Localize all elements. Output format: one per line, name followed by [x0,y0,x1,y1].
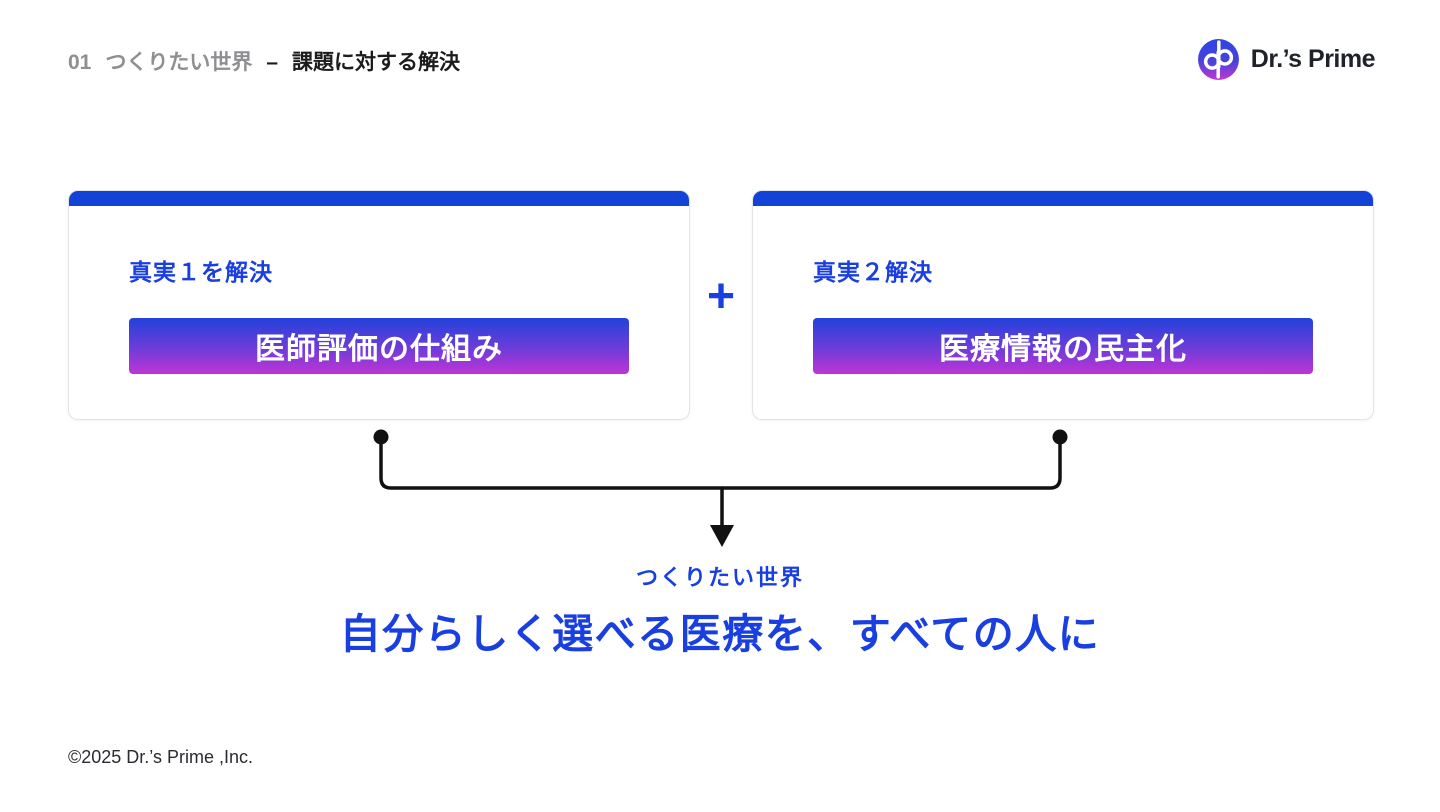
card-label: 真実１を解決 [129,259,273,285]
solution-banner: 医療情報の民主化 [813,318,1313,374]
solution-banner-text: 医療情報の民主化 [939,333,1187,366]
solution-banner-text: 医師評価の仕組み [255,333,503,366]
solution-card-2: 真実２解決 医療情報の民主化 [752,190,1374,420]
card-top-accent-bar [69,191,689,206]
card-label: 真実２解決 [813,259,933,285]
result-kicker: つくりたい世界 [635,565,804,590]
company-logo: Dr.’s Prime [1196,37,1376,82]
copyright-notice: ©2025 Dr.’s Prime ,Inc. [68,747,254,767]
section-number: 01 [68,51,92,74]
page-title: 課題に対する解決 [292,51,461,74]
breadcrumb-separator: – [266,51,279,74]
logo-wordmark: Dr.’s Prime [1250,45,1376,73]
section-title: つくりたい世界 [105,51,253,74]
connector-arrow [373,429,1068,547]
solution-banner: 医師評価の仕組み [129,318,629,374]
breadcrumb: 01 つくりたい世界 – 課題に対する解決 [68,46,460,76]
result-headline: 自分らしく選べる医療を、すべての人に [339,611,1101,657]
card-top-accent-bar [753,191,1373,206]
drs-prime-monogram-icon [1197,39,1239,80]
plus-sign: + [706,270,736,323]
solution-card-1: 真実１を解決 医師評価の仕組み [68,190,690,420]
